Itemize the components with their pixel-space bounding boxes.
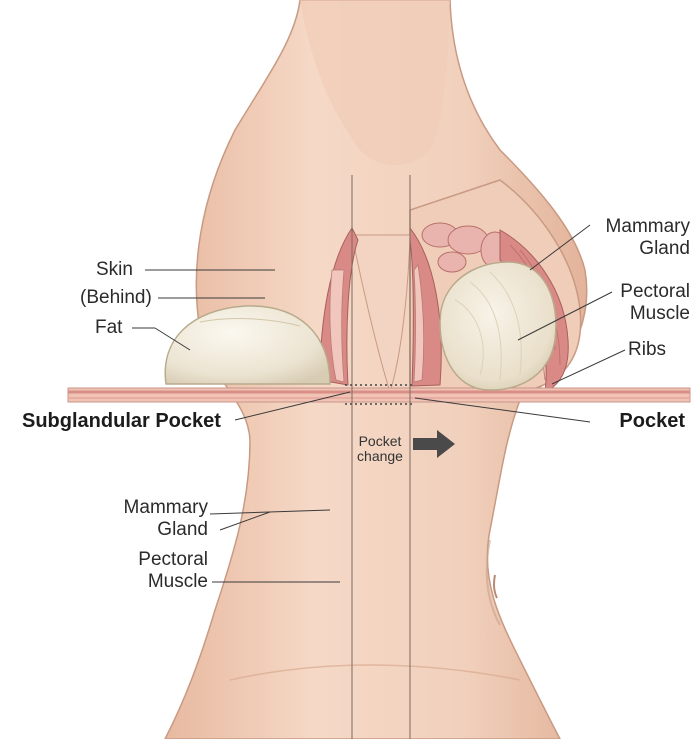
label-pocket-change: Pocket change [352,434,408,464]
section-right-gland [413,264,425,383]
label-mammary-bottom-line1: Mammary [123,497,208,518]
label-pectoral-bottom-line1: Pectoral [138,549,208,570]
label-behind: (Behind) [80,287,152,308]
label-mammary-top-line1: Mammary [605,216,690,237]
label-subglandular-pocket: Subglandular Pocket [22,410,221,432]
label-pocket-change-line2: change [357,448,403,464]
label-mammary-top-line2: Gland [639,238,690,259]
label-pocket-change-line1: Pocket [358,433,402,449]
label-pectoral-top-line2: Muscle [629,303,690,324]
label-pectoral-muscle-bottom: Pectoral Muscle [110,549,208,593]
navel [492,574,498,599]
leader-lines [132,224,626,583]
label-mammary-gland-bottom: Mammary Gland [100,497,208,541]
pocket-change-arrow [413,430,455,458]
label-fat: Fat [95,317,123,338]
hip-contour [229,664,521,681]
mammary-lobes [421,222,510,273]
label-ribs: Ribs [628,339,667,360]
label-skin: Skin [96,259,133,280]
section-left-gland [329,269,345,383]
label-submuscular-line2: Pocket [619,410,685,432]
label-pectoral-top-line1: Pectoral [620,281,690,302]
implant-rim-shine [199,318,301,327]
label-pectoral-bottom-line2: Muscle [147,571,208,592]
label-mammary-gland-top: Mammary Gland [590,216,690,260]
torso-body [164,0,588,739]
implant-subglandular [164,305,331,385]
label-mammary-bottom-line2: Gland [157,519,208,540]
label-submuscular-pocket: Pocket [560,410,697,432]
implant-folds [454,271,522,381]
back-contour [485,539,501,626]
label-pectoral-muscle-top: Pectoral Muscle [600,281,690,325]
neck-shadow [300,0,450,165]
rib-plane [67,387,691,403]
